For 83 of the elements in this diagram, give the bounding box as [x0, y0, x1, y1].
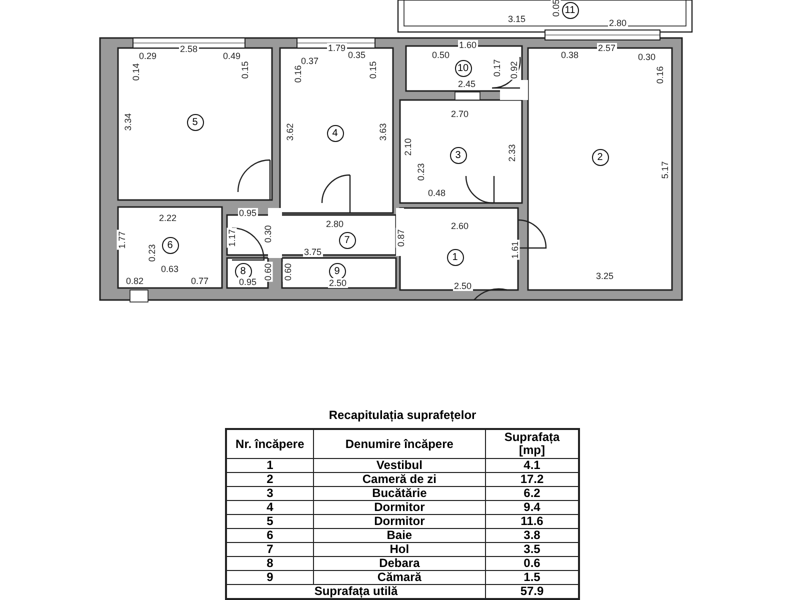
dimension-label: 0.23 [416, 162, 426, 182]
dimension-label: 2.33 [506, 143, 517, 163]
dimension-label: 2.22 [158, 213, 178, 223]
table-cell: 8 [266, 557, 274, 570]
table-cell: Vestibul [376, 459, 422, 472]
table-cell: Dormitor [374, 515, 425, 528]
table-cell: Cameră de zi [362, 473, 436, 486]
column-header: Denumire încăpere [345, 438, 454, 450]
dimension-label: 3.25 [595, 271, 615, 281]
dimension-label: 2.70 [450, 109, 470, 119]
table-cell: 17.2 [520, 473, 544, 486]
dimension-label: 0.14 [130, 62, 141, 82]
table-cell: 4 [266, 501, 274, 514]
dimension-label: 0.63 [160, 264, 180, 274]
dimension-label: 0.30 [262, 224, 273, 244]
dimension-label: 3.75 [303, 247, 323, 257]
dimension-label: 0.30 [637, 52, 657, 62]
total-cell: Suprafața utilă [314, 585, 398, 598]
dimension-label: 0.60 [282, 262, 293, 282]
dimension-label: 0.87 [396, 228, 406, 248]
dimension-label: 1.60 [458, 40, 478, 50]
table-cell: 3.8 [524, 529, 540, 542]
dimension-label: 2.50 [453, 281, 473, 291]
dimension-label: 0.95 [238, 208, 258, 218]
dimension-label: 1.79 [327, 43, 347, 53]
dimension-label: 3.63 [378, 122, 388, 142]
table-cell: 6.2 [524, 487, 540, 500]
dimension-label: 0.16 [654, 65, 665, 85]
table-cell: 1.5 [524, 571, 540, 584]
table-cell: 3 [266, 487, 274, 500]
dimension-label: 2.10 [402, 137, 413, 157]
dimension-label: 0.50 [431, 50, 451, 60]
table-cell: 11.6 [520, 515, 544, 528]
table-cell: 3.5 [524, 543, 540, 556]
table-cell: 6 [266, 529, 274, 542]
dimension-label: 0.82 [125, 276, 145, 286]
table-cell: 5 [266, 515, 274, 528]
dimension-label: 2.58 [179, 44, 199, 54]
dimension-label: 0.15 [368, 60, 378, 80]
dimension-label: 0.16 [292, 64, 303, 84]
dimension-label: 0.77 [190, 276, 210, 286]
dimension-label: 0.17 [492, 58, 502, 78]
dimension-label: 1.77 [116, 230, 127, 250]
dimension-label: 2.57 [597, 43, 617, 53]
dimension-label: 1.17 [226, 228, 237, 248]
table-cell: Debara [379, 557, 420, 570]
dimension-label: 3.62 [284, 122, 295, 142]
dimension-label: 0.48 [427, 188, 447, 198]
table-cell: Hol [390, 543, 410, 556]
table-cell: 7 [266, 543, 274, 556]
column-header: Suprafața [mp] [503, 431, 561, 457]
dimension-label: 2.50 [328, 278, 348, 288]
dimension-label: 0.29 [138, 51, 158, 61]
dimension-label: 2.80 [325, 219, 345, 229]
table-cell: Cămară [377, 571, 422, 584]
dimension-label: 0.60 [262, 262, 273, 282]
table-cell: 2 [266, 473, 274, 486]
dimension-label: 5.17 [660, 160, 670, 180]
table-title: Recapitulația suprafețelor [328, 408, 478, 422]
table-cell: 1 [266, 459, 274, 472]
table-cell: Bucătărie [372, 487, 427, 500]
column-header: Nr. încăpere [236, 438, 304, 450]
table-cell: 9.4 [524, 501, 540, 514]
dimension-label: 0.49 [222, 51, 242, 61]
dimension-label: 0.95 [238, 277, 258, 287]
dimension-label: 0.15 [240, 60, 250, 80]
dimension-label: 2.45 [457, 79, 477, 89]
table-cell: Baie [386, 529, 412, 542]
total-cell: 57.9 [520, 585, 544, 598]
table-cell: 0.6 [524, 557, 540, 570]
dimension-label: 0.35 [347, 50, 367, 60]
dimension-label: 0.37 [300, 56, 320, 66]
dimension-label: 0.23 [146, 243, 157, 263]
dimension-label: 3.34 [122, 112, 133, 132]
table-cell: 9 [266, 571, 274, 584]
dimension-label: 0.38 [560, 50, 580, 60]
dimension-label: 2.80 [608, 18, 628, 28]
dimension-label: 1.61 [510, 240, 520, 260]
table-cell: Dormitor [374, 501, 425, 514]
table-cell: 4.1 [524, 459, 540, 472]
dimension-label: 3.15 [507, 14, 527, 24]
dimension-label: 2.60 [450, 221, 470, 231]
dimension-label: 0.92 [508, 60, 519, 80]
